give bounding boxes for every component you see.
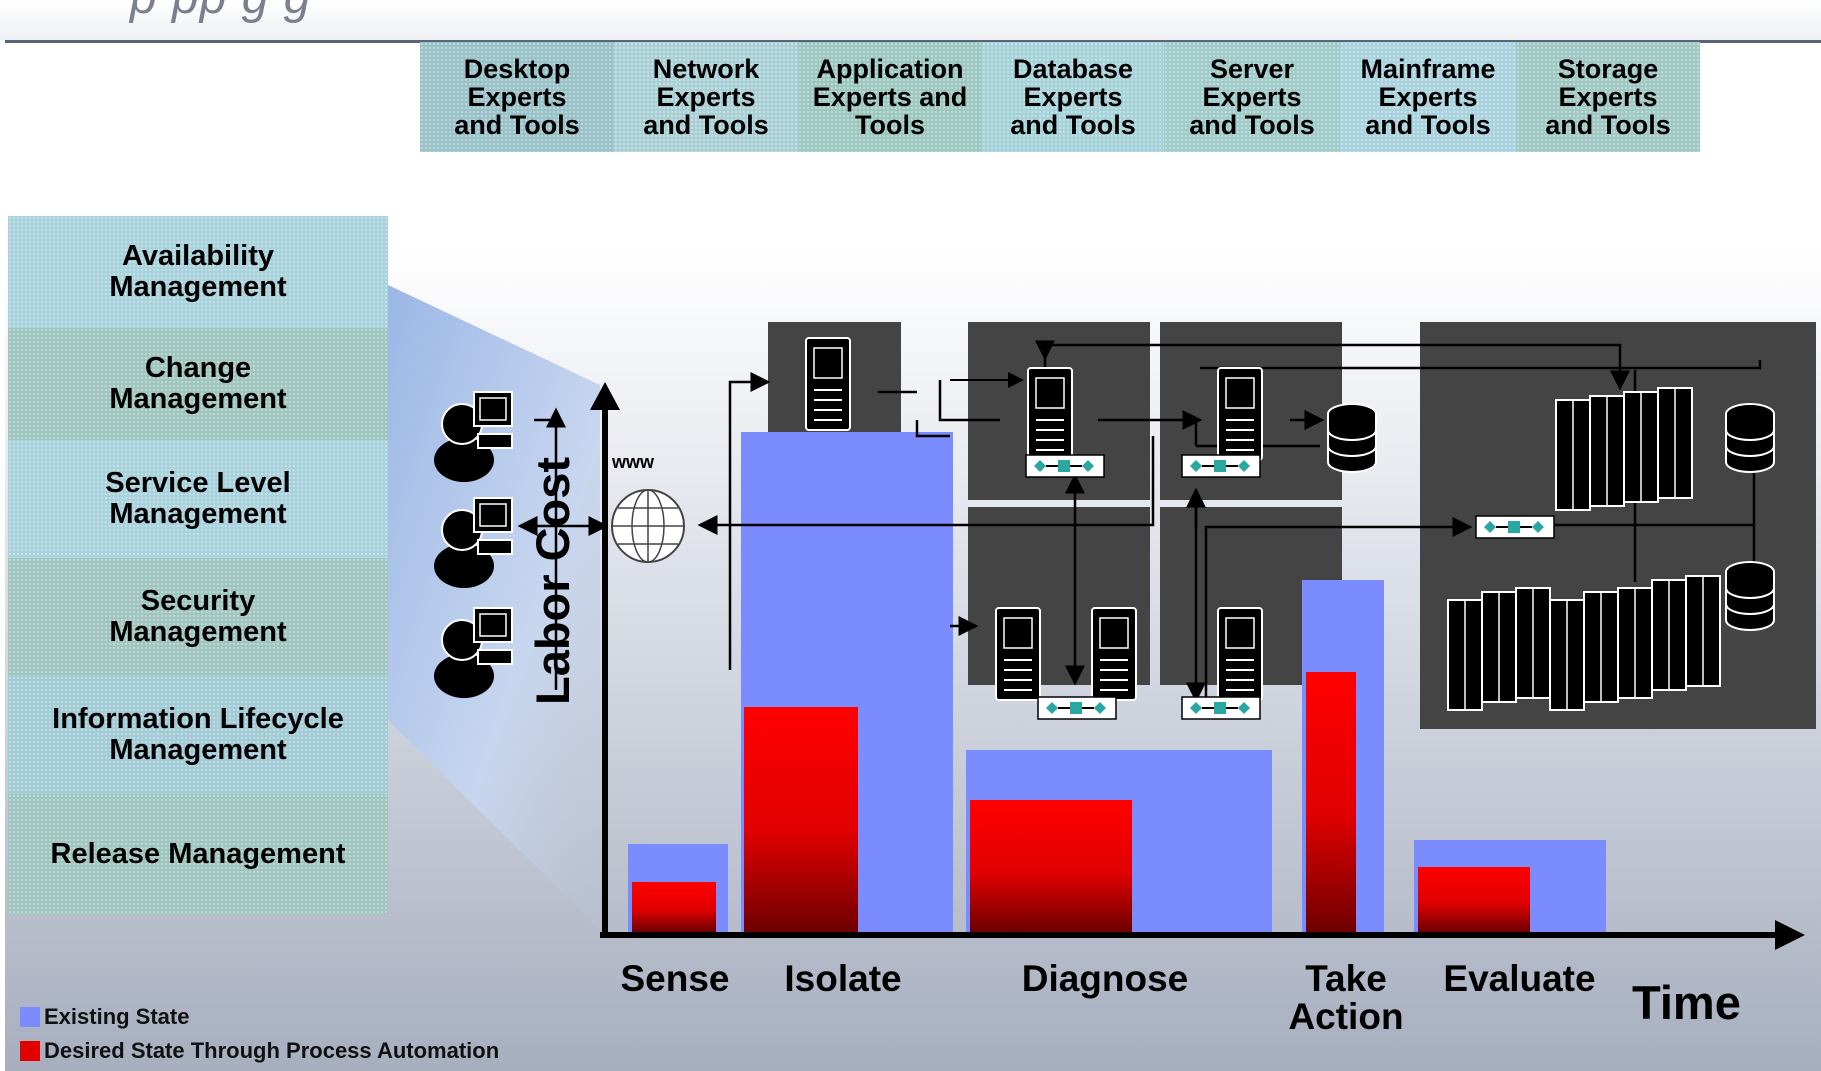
phase-isolate-label: Isolate bbox=[784, 958, 902, 999]
database-cylinder-icon bbox=[1725, 561, 1775, 631]
legend-desired: Desired State Through Process Automation bbox=[20, 1038, 499, 1064]
discipline-service-level: Service Level Management bbox=[8, 440, 388, 558]
expert-server: Server Experts and Tools bbox=[1164, 42, 1340, 152]
discipline-security: Security Management bbox=[8, 558, 388, 676]
title-fragment: p pp g g bbox=[130, 0, 311, 25]
discipline-change-label: Change Management bbox=[109, 352, 287, 415]
user-at-computer-icon bbox=[433, 391, 513, 483]
expert-network-label: Network Experts and Tools bbox=[643, 54, 769, 140]
connector-icon bbox=[1025, 454, 1105, 478]
discipline-service-level-label: Service Level Management bbox=[105, 467, 291, 530]
database-cylinder-icon bbox=[1327, 403, 1377, 473]
server-tower-icon bbox=[1217, 367, 1263, 461]
discipline-security-label: Security Management bbox=[109, 585, 287, 648]
database-cylinder-icon bbox=[1725, 403, 1775, 473]
x-axis-arrow bbox=[1775, 920, 1805, 950]
desired-bar-take-action bbox=[1306, 672, 1356, 932]
desired-bar-diagnose bbox=[970, 800, 1132, 932]
expert-desktop-label: Desktop Experts and Tools bbox=[454, 54, 580, 140]
user-at-computer-icon bbox=[433, 607, 513, 699]
server-tower-icon bbox=[1217, 607, 1263, 701]
expert-network: Network Experts and Tools bbox=[614, 42, 798, 152]
discipline-information-lifecycle-label: Information Lifecycle Management bbox=[52, 703, 344, 766]
discipline-availability: Availability Management bbox=[8, 216, 388, 328]
phase-take-action-label: Take Action bbox=[1288, 958, 1404, 1037]
connector-icon bbox=[1475, 515, 1555, 539]
discipline-change: Change Management bbox=[8, 328, 388, 440]
globe-icon bbox=[611, 489, 685, 563]
expert-application-label: Application Experts and Tools bbox=[812, 54, 968, 140]
expert-mainframe-label: Mainframe Experts and Tools bbox=[1360, 54, 1496, 140]
expert-desktop: Desktop Experts and Tools bbox=[420, 42, 614, 152]
user-at-computer-icon bbox=[433, 497, 513, 589]
expert-server-label: Server Experts and Tools bbox=[1189, 54, 1315, 140]
expert-database-label: Database Experts and Tools bbox=[1010, 54, 1136, 140]
phase-isolate: Isolate bbox=[773, 960, 913, 998]
phase-diagnose-label: Diagnose bbox=[1021, 958, 1189, 999]
expert-application: Application Experts and Tools bbox=[798, 42, 982, 152]
phase-evaluate: Evaluate bbox=[1432, 960, 1607, 998]
phase-sense-label: Sense bbox=[620, 958, 730, 999]
y-axis-arrow bbox=[590, 382, 620, 410]
connector-icon bbox=[1181, 454, 1261, 478]
www-label: www bbox=[612, 452, 655, 472]
mainframe-cabinet-icon bbox=[1447, 575, 1721, 711]
connector-icon bbox=[1181, 696, 1261, 720]
desired-bar-evaluate bbox=[1418, 867, 1530, 932]
expert-storage-label: Storage Experts and Tools bbox=[1545, 54, 1671, 140]
mainframe-cabinet-icon bbox=[1555, 387, 1693, 511]
desired-bar-isolate bbox=[744, 707, 858, 932]
phase-evaluate-label: Evaluate bbox=[1443, 958, 1596, 999]
phase-sense: Sense bbox=[620, 960, 730, 998]
expert-mainframe: Mainframe Experts and Tools bbox=[1340, 42, 1516, 152]
legend-desired-swatch bbox=[20, 1041, 40, 1061]
expert-storage: Storage Experts and Tools bbox=[1516, 42, 1700, 152]
server-tower-icon bbox=[995, 607, 1041, 701]
legend-desired-label: Desired State Through Process Automation bbox=[44, 1038, 500, 1063]
legend-existing-swatch bbox=[20, 1007, 40, 1027]
discipline-information-lifecycle: Information Lifecycle Management bbox=[8, 676, 388, 794]
discipline-release: Release Management bbox=[8, 794, 388, 914]
desired-bar-sense bbox=[632, 882, 716, 932]
legend-existing-label: Existing State bbox=[44, 1004, 190, 1029]
phase-diagnose: Diagnose bbox=[1005, 960, 1205, 998]
discipline-release-label: Release Management bbox=[50, 837, 346, 870]
y-axis-label: Labor Cost bbox=[526, 456, 579, 705]
discipline-availability-label: Availability Management bbox=[109, 240, 287, 303]
server-tower-icon bbox=[805, 337, 851, 431]
connector-icon bbox=[1037, 696, 1117, 720]
server-tower-icon bbox=[1091, 607, 1137, 701]
title-strip: p pp g g bbox=[0, 0, 1821, 40]
server-tower-icon bbox=[1027, 367, 1073, 461]
x-axis-label: Time bbox=[1632, 976, 1741, 1029]
expert-database: Database Experts and Tools bbox=[982, 42, 1164, 152]
legend-existing: Existing State bbox=[20, 1004, 189, 1030]
phase-take-action: Take Action bbox=[1276, 960, 1416, 1036]
